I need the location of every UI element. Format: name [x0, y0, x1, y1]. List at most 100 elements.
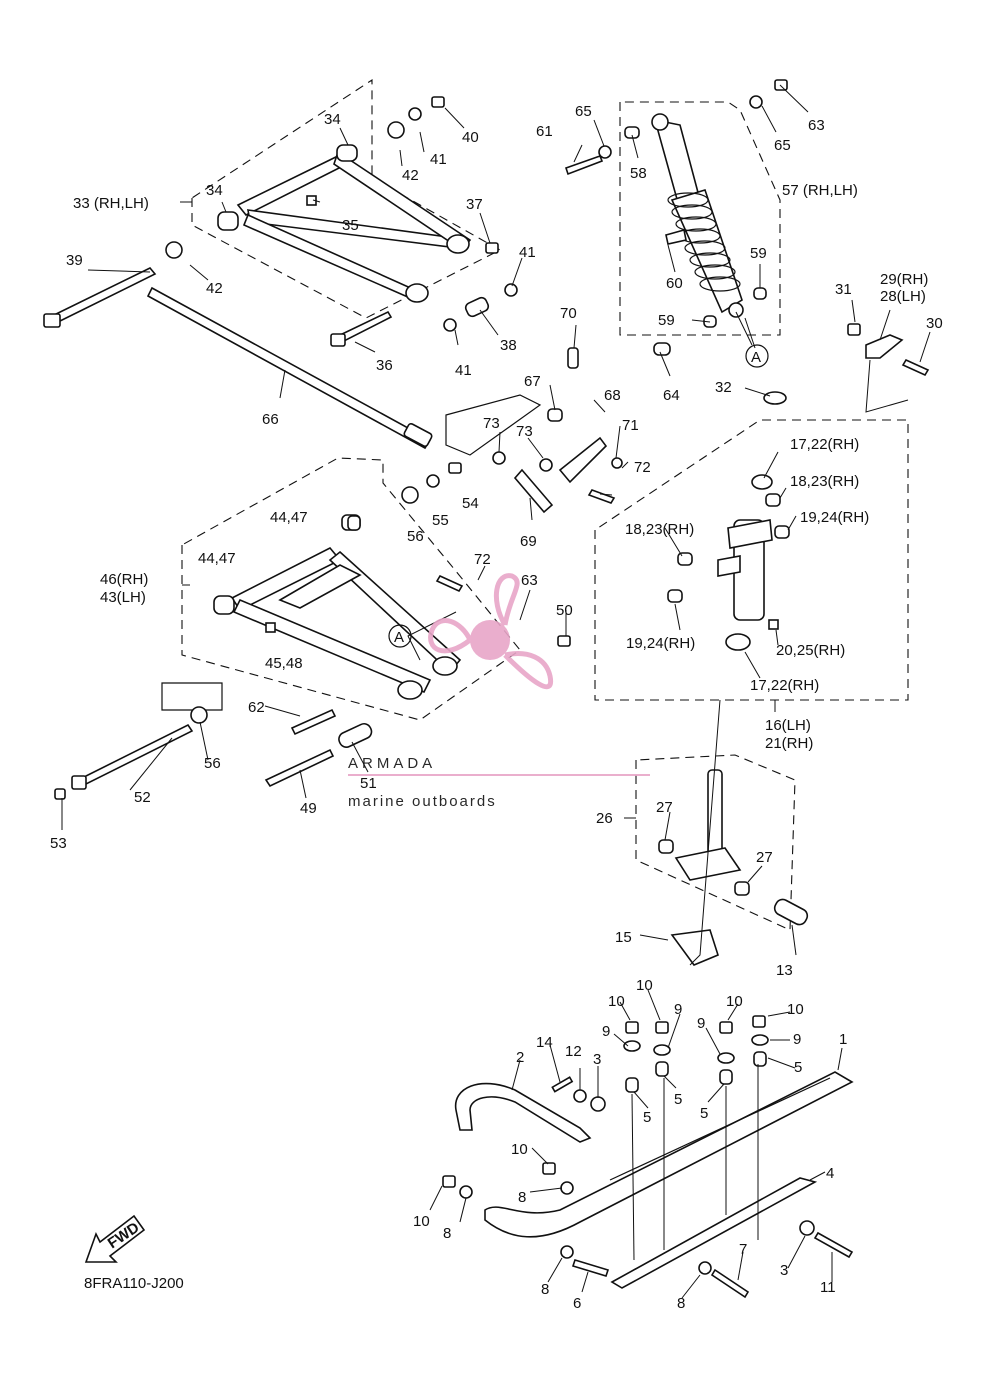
bushing-17-top — [751, 474, 773, 490]
svg-text:A: A — [751, 349, 761, 366]
bushing-19-a — [774, 525, 790, 539]
bushing-44 — [347, 515, 361, 531]
callout-51: 51 — [360, 775, 377, 792]
callout-18-23-rh-left: 18,23(RH) — [625, 521, 694, 538]
washer-65-a — [598, 145, 612, 159]
fwd-arrow-icon: FWD — [84, 1214, 146, 1263]
callout-10: 10 — [511, 1141, 528, 1158]
callout-9: 9 — [697, 1015, 705, 1032]
callout-60: 60 — [666, 275, 683, 292]
bolt-6 — [571, 1259, 610, 1277]
nut-10-e — [719, 1021, 733, 1034]
upper-arm-boundary — [191, 78, 502, 319]
ref-mark-a-shock: A — [745, 344, 769, 368]
collar-64 — [653, 342, 671, 356]
callout-41: 41 — [455, 362, 472, 379]
bolt-72-a — [435, 574, 464, 593]
washer-56-a — [190, 706, 208, 724]
ball-joint-73-a — [492, 451, 506, 465]
bolt-52 — [76, 723, 194, 788]
callout-7: 7 — [739, 1241, 747, 1258]
collar-51 — [338, 722, 373, 748]
bolt-36-head — [330, 333, 346, 347]
callout-42: 42 — [402, 167, 419, 184]
collar-58 — [624, 126, 640, 139]
callout-30: 30 — [926, 315, 943, 332]
nut-37 — [485, 242, 499, 254]
callout-16-lh: 16(LH) — [765, 717, 811, 734]
collar-38 — [464, 296, 490, 318]
callout-54: 54 — [462, 495, 479, 512]
callout-31: 31 — [835, 281, 852, 298]
bolt-70 — [567, 347, 579, 369]
callout-55: 55 — [432, 512, 449, 529]
pin-66-end — [403, 422, 433, 448]
callout-73: 73 — [483, 415, 500, 432]
collar-5-a — [625, 1077, 639, 1093]
callout-61: 61 — [536, 123, 553, 140]
callout-18-23-rh-right: 18,23(RH) — [790, 473, 859, 490]
bolt-36 — [336, 310, 393, 344]
nut-71 — [611, 457, 623, 469]
callout-67: 67 — [524, 373, 541, 390]
callout-5: 5 — [700, 1105, 708, 1122]
callout-36: 36 — [376, 357, 393, 374]
collar-12 — [573, 1089, 587, 1103]
pin-66 — [146, 286, 432, 450]
nut-10-b — [542, 1162, 556, 1175]
fitting-20 — [768, 619, 779, 630]
stabilizer-box — [445, 394, 542, 456]
washer-55 — [426, 474, 440, 488]
callout-35: 35 — [342, 217, 359, 234]
nut-63-top — [774, 79, 788, 91]
callout-37: 37 — [466, 196, 483, 213]
bolt-61 — [564, 154, 604, 176]
callout-70: 70 — [560, 305, 577, 322]
bushing-18-b — [677, 552, 693, 566]
callout-41: 41 — [430, 151, 447, 168]
callout-17-22-rh-top: 17,22(RH) — [790, 436, 859, 453]
bolt-49 — [264, 748, 335, 788]
washer-3-b — [799, 1220, 815, 1236]
ski-spindle-boundary — [635, 754, 796, 931]
svg-text:A: A — [394, 629, 404, 646]
callout-5: 5 — [794, 1059, 802, 1076]
callout-62: 62 — [248, 699, 265, 716]
collar-27-a — [658, 839, 674, 854]
callout-10: 10 — [787, 1001, 804, 1018]
washer-41-a — [408, 107, 422, 121]
bushing-18-a — [765, 493, 781, 507]
washer-8-d — [698, 1261, 712, 1275]
callout-53: 53 — [50, 835, 67, 852]
bolt-52-head — [71, 775, 87, 790]
callout-40: 40 — [462, 129, 479, 146]
callout-65: 65 — [774, 137, 791, 154]
collar-5-d — [753, 1051, 767, 1067]
ball-joint-73-b — [539, 458, 553, 472]
callout-63: 63 — [808, 117, 825, 134]
watermark-rule — [348, 774, 650, 776]
callout-68: 68 — [604, 387, 621, 404]
callout-42: 42 — [206, 280, 223, 297]
spindle-boundary — [594, 419, 909, 701]
callout-9: 9 — [674, 1001, 682, 1018]
collar-67 — [547, 408, 563, 422]
callout-15: 15 — [615, 929, 632, 946]
callout-27: 27 — [756, 849, 773, 866]
callout-9: 9 — [793, 1031, 801, 1048]
washer-8-c — [560, 1245, 574, 1259]
callout-65: 65 — [575, 103, 592, 120]
bolt-11 — [813, 1231, 854, 1259]
nut-10-a — [442, 1175, 456, 1188]
bolt-62 — [290, 708, 337, 736]
nut-40 — [431, 96, 445, 108]
bushing-17-bottom — [725, 633, 751, 651]
steering-arm-28 — [865, 334, 904, 359]
watermark: ARMADA marine outboards — [348, 573, 650, 810]
washer-42-b — [387, 121, 405, 139]
callout-72: 72 — [634, 459, 651, 476]
callout-17-22-rh-bottom: 17,22(RH) — [750, 677, 819, 694]
washer-41-c — [443, 318, 457, 332]
callout-63: 63 — [521, 572, 538, 589]
nut-50 — [557, 635, 571, 647]
